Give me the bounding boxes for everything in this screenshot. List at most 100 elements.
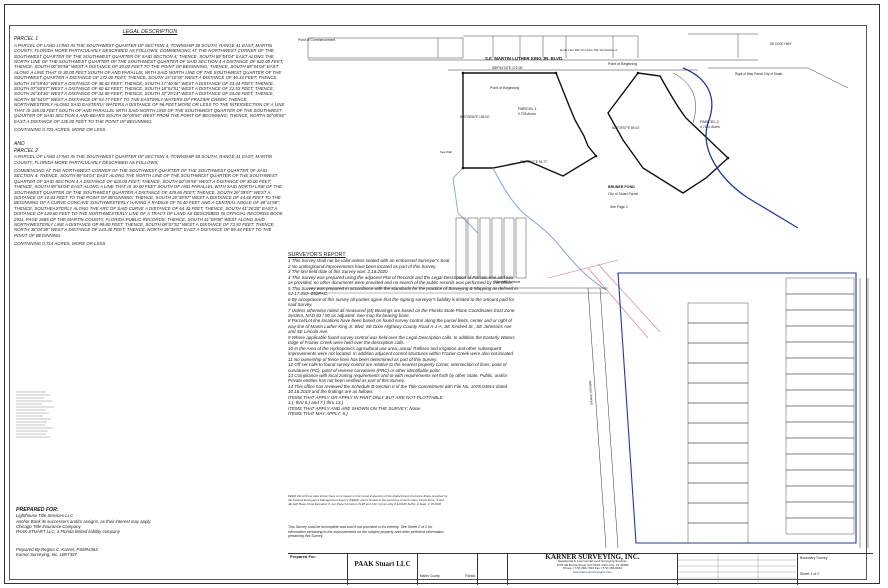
south-block [617,272,857,544]
label-stuart-row: Right of Way Parcel City of Stuart [735,72,783,76]
report-item: 1.), thru 5.) and 7.) thru 13.) [288,400,344,406]
label-north-line: North Line SW 1/4 of the SW 1/4 Section … [560,48,617,52]
report-item: 8 Parcel/Lot line locations have been ba… [288,318,512,335]
lot-column-middle [687,302,749,544]
legend-block [16,391,54,438]
report-item: 5 This Survey was prepared in accordance… [288,285,518,297]
label-parcel-1: PARCEL 1 [518,106,537,111]
top-lots [307,33,758,59]
label-sea-wall: Sea Wall [440,150,452,154]
prepared-by-line2: Karner Surveying, Inc. LB#7357 [16,552,77,558]
tb-firm-sub1: Residential & Commercial Land Surveying … [558,559,627,563]
label-bearing-3: S56°54'07"E 54.77' [520,160,548,164]
label-parcel-1-area: 0.705 Acres [518,112,536,116]
label-bruner-pond: BRUNER POND [608,185,635,189]
lot-column [785,277,855,535]
report-item: 4 This Survey was prepared using the adj… [288,274,514,286]
tb-client: PAAK Stuart LLC [354,560,411,568]
johnson-road [587,287,619,549]
parcel1-title: PARCEL 1 [14,36,39,43]
label-mlk: S.E. MARTIN LUTHER KING JR. BLVD. [485,56,564,61]
label-pocomm: Point of Commencement [298,38,336,42]
parcel2-area: CONTAINING 0.714 ACRES, MORE OR LESS [14,241,106,247]
label-pob-1: Point of Beginning [490,86,520,90]
report-item: 12 Off set calls to found survey control… [288,362,507,373]
report-item: 2 No underground improvements have been … [288,263,437,269]
label-bearing-2: N00°05'56"E 135.00' [460,115,490,119]
mlk-blvd [308,59,758,71]
tb-county: Martin County [420,574,440,578]
parcel2-text-2: COMMENCING AT THE NORTHWEST CORNER OF TH… [14,167,283,238]
report-item: 6 By acceptance of this survey all parti… [288,296,515,308]
parcel2-text: A PARCEL OF LAND LYING IN THE SOUTHWEST … [14,154,273,165]
tb-firm: KARNER SURVEYING, INC. [545,553,640,561]
survey-sheet [4,4,880,584]
parcel2-title: PARCEL 2 [14,147,39,154]
revision-grid [678,554,796,584]
label-bearing-4: N26°39'57"E 89.44' [612,126,640,130]
and-label: AND [14,141,25,148]
report-item: 13 Compliance with local zoning requirem… [288,372,508,384]
tb-sheet-cell: Boundary Survey Sheet 1 of 2 [798,554,873,585]
tb-firm-cell: KARNER SURVEYING, INC. Residential & Com… [508,553,678,585]
prepared-for-line: Chicago Title Insurance Company [16,523,81,529]
report-item: 9 Where applicable found survey control … [288,334,515,346]
tb-florida: Florida [465,574,475,578]
kindred-lots [455,217,527,279]
label-parcel-2: PARCEL 2 [700,119,719,124]
title-block: Prepared For: PAAK Stuart LLC Martin Cou… [288,553,873,585]
report-item: 3 The last field date of this Survey was… [288,269,388,275]
control-points [461,71,730,170]
sheet-inner-border [9,25,867,580]
tb-firm-web: www.karnersurveyinginc.com [573,569,612,574]
surveyors-report: SURVEYOR'S REPORT 1 This Survey shall no… [288,252,518,417]
report-item: 7 Unless otherwise noted all measured (M… [288,307,515,318]
prepared-for-line: PAAK STUART LLC, a Florida limited liabi… [16,529,120,535]
report-item: ITEMS THAT MAY APPLY: 6.) [288,411,348,417]
row-curve [682,67,799,229]
report-title: SURVEYOR'S REPORT [288,252,346,258]
label-kindred: Kindred Avenue [495,280,521,284]
dixie-hwy [708,67,849,89]
tb-boundary: Boundary Survey [800,556,828,560]
tb-prepared-cell: Prepared For: [288,554,348,585]
prepared-for-line: Anchor Bank its successors and/or assign… [16,518,152,524]
label-bearing-1: S89°54'04"E 172.00' [492,66,524,70]
east-street [859,278,869,548]
label-city-parcel: City of Stuart Parcel [608,192,639,196]
prepared-for-title: PREPARED FOR: [16,507,59,513]
parcel-2-boundary [607,72,730,194]
parcel1-area: CONTAINING 0.705 ACRES, MORE OR LESS [14,126,106,132]
tb-sheet: Sheet 1 of 2 [800,572,820,576]
report-item: 14 This office has reviewed the Schedule… [288,383,508,395]
tb-client-cell: PAAK Stuart LLC [348,554,418,585]
legal-heading: LEGAL DESCRIPTION [122,29,178,35]
prepared-for: PREPARED FOR: Lighthouse Title Services … [16,507,236,535]
tb-location-cell: Martin County Florida [418,554,478,585]
label-pob-2: Point of Beginning [608,62,638,66]
report-item: ITEMS THAT APPLY OR APPLY IN PART ONLY B… [288,394,444,400]
tb-revisions-cell [678,554,798,585]
tb-firm-sub3: Phone: (772) 286-7333 Fax: (772) 283-034… [563,566,622,571]
survey-map [307,33,869,549]
report-item: 10 In the Area of the Hydroponics agricu… [288,345,515,357]
report-item: ITEMS THAT APPLY AND ARE SHOWN ON THE SU… [288,405,420,411]
label-see-page: See Page 2 [610,205,628,209]
pond-edge [452,167,479,234]
creek-shoreline [492,167,607,291]
prepared-by-line1: Prepared By:Regina C. Karner, PSM#4363 [16,547,98,552]
incomplete-note: This Survey shall be incomplete and void… [288,525,444,539]
tb-seal-cell [478,554,508,585]
legal-description: LEGAL DESCRIPTION PARCEL 1 A PARCEL OF L… [14,29,286,250]
label-parcel-2-area: 0.714± Acres [700,125,720,129]
fema-note: FEMA Flood Zone data shown here on is ba… [288,494,448,506]
report-item: 11 No ownership of fence lines has been … [288,356,438,362]
report-item: 1 This Survey shall not be valid unless … [288,258,451,264]
pink-lines [547,259,661,339]
label-dixie: SE DIXIE HWY [770,42,792,46]
parcel1-text: A PARCEL OF LAND LYING IN THE SOUTHWEST … [14,42,286,124]
tb-firm-sub2: 3745 SE Bonita Street Unit #103, Palm Ci… [556,562,629,567]
tb-prepared-label: Prepared For: [290,554,317,559]
prepared-by: Prepared By:Regina C. Karner, PSM#4363 K… [16,547,236,558]
prepared-for-line: Lighthouse Title Services LLC [16,513,74,519]
